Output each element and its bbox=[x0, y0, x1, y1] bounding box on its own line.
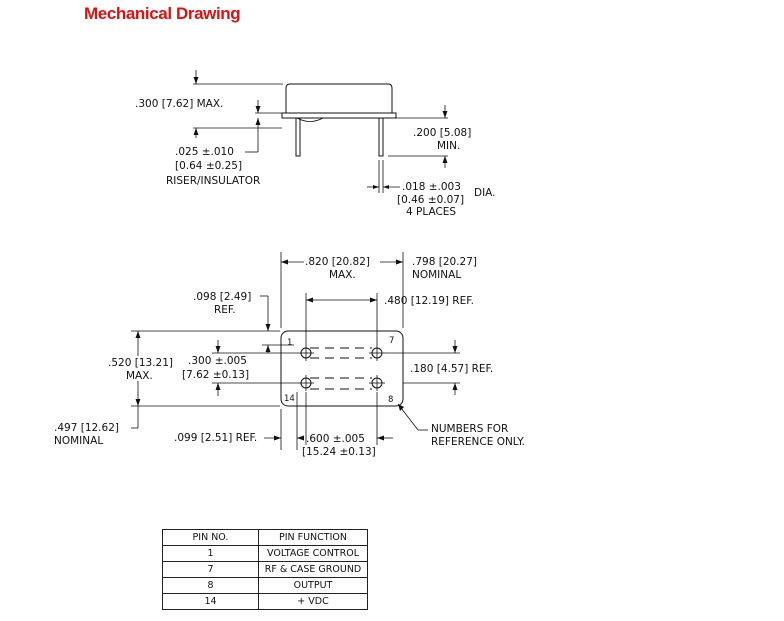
page-title: Mechanical Drawing bbox=[84, 4, 241, 23]
length-nom-line2: NOMINAL bbox=[412, 269, 461, 281]
riser-bump bbox=[296, 117, 324, 122]
pin-label-8: 8 bbox=[388, 395, 393, 405]
note-line2: REFERENCE ONLY. bbox=[431, 436, 525, 448]
table-row: 1 VOLTAGE CONTROL bbox=[162, 545, 368, 562]
riser-label-line3: RISER/INSULATOR bbox=[166, 175, 260, 187]
pin-7-marker bbox=[369, 345, 385, 361]
pin-function-cell: OUTPUT bbox=[258, 577, 368, 594]
package-body bbox=[285, 83, 393, 114]
pin-label-7: 7 bbox=[389, 336, 394, 346]
pin-span-line1: .600 ±.005 bbox=[306, 433, 365, 445]
table-row: 14 + VDC bbox=[162, 593, 368, 610]
pin-no-cell: 7 bbox=[162, 561, 259, 578]
inner-span-label: .480 [12.19] REF. bbox=[384, 295, 474, 307]
pin-1-marker bbox=[298, 345, 314, 361]
pin-length-line1: .200 [5.08] bbox=[413, 127, 471, 139]
pin-function-cell: RF & CASE GROUND bbox=[258, 561, 368, 578]
row-spacing-line1: .300 ±.005 bbox=[188, 355, 247, 367]
header-pin-no: PIN NO. bbox=[162, 529, 259, 546]
row-spacing-line2: [7.62 ±0.13] bbox=[182, 369, 249, 381]
length-max-line1: .820 [20.82] bbox=[305, 256, 370, 268]
pin-no-cell: 8 bbox=[162, 577, 259, 594]
width-nom-line2: NOMINAL bbox=[54, 435, 103, 447]
pin-function-table: PIN NO. PIN FUNCTION 1 VOLTAGE CONTROL 7… bbox=[162, 529, 368, 610]
note-line1: NUMBERS FOR bbox=[431, 423, 508, 435]
pin-offset-right-label: .180 [4.57] REF. bbox=[410, 363, 493, 375]
height-label: .300 [7.62] MAX. bbox=[135, 98, 223, 110]
pin-dia-line3: 4 PLACES bbox=[406, 206, 456, 218]
pin-span-line2: [15.24 ±0.13] bbox=[302, 446, 376, 458]
length-max-line2: MAX. bbox=[329, 269, 356, 281]
pin-14-marker bbox=[298, 375, 314, 391]
side-view: .300 [7.62] MAX. .025 ±.010 [0.64 ±0.25]… bbox=[135, 70, 496, 218]
pin-no-cell: 14 bbox=[162, 593, 259, 610]
riser-label-line2: [0.64 ±0.25] bbox=[175, 160, 242, 172]
offset-top-line2: REF. bbox=[214, 304, 236, 316]
pin-no-cell: 1 bbox=[162, 545, 259, 562]
pin-dia-line2: [0.46 ±0.07] bbox=[397, 194, 464, 206]
riser-label-line1: .025 ±.010 bbox=[175, 146, 234, 158]
offset-bottom-label: .099 [2.51] REF. bbox=[174, 432, 257, 444]
top-view: 1 7 14 8 .820 [20.82] MAX. .798 [20.27] … bbox=[54, 252, 525, 458]
table-row: 8 OUTPUT bbox=[162, 577, 368, 594]
length-nom-line1: .798 [20.27] bbox=[412, 256, 477, 268]
package-outline bbox=[280, 330, 404, 407]
width-max-line1: .520 [13.21] bbox=[108, 357, 173, 369]
riser-insulator bbox=[281, 112, 397, 119]
table-row: 7 RF & CASE GROUND bbox=[162, 561, 368, 578]
pin-function-cell: VOLTAGE CONTROL bbox=[258, 545, 368, 562]
table-header-row: PIN NO. PIN FUNCTION bbox=[162, 529, 368, 546]
width-nom-line1: .497 [12.62] bbox=[54, 422, 119, 434]
pin-length-line2: MIN. bbox=[437, 140, 460, 152]
pin-function-cell: + VDC bbox=[258, 593, 368, 610]
offset-top-line1: .098 [2.49] bbox=[193, 291, 251, 303]
pin-label-1: 1 bbox=[287, 338, 292, 348]
pin-8-marker bbox=[369, 375, 385, 391]
pin-dia-suffix: DIA. bbox=[474, 187, 496, 199]
pin-left bbox=[295, 117, 301, 157]
width-max-line2: MAX. bbox=[126, 370, 153, 382]
pin-right bbox=[378, 117, 384, 157]
pin-dia-line1: .018 ±.003 bbox=[402, 181, 461, 193]
pin-label-14: 14 bbox=[284, 394, 295, 404]
header-pin-function: PIN FUNCTION bbox=[258, 529, 368, 546]
